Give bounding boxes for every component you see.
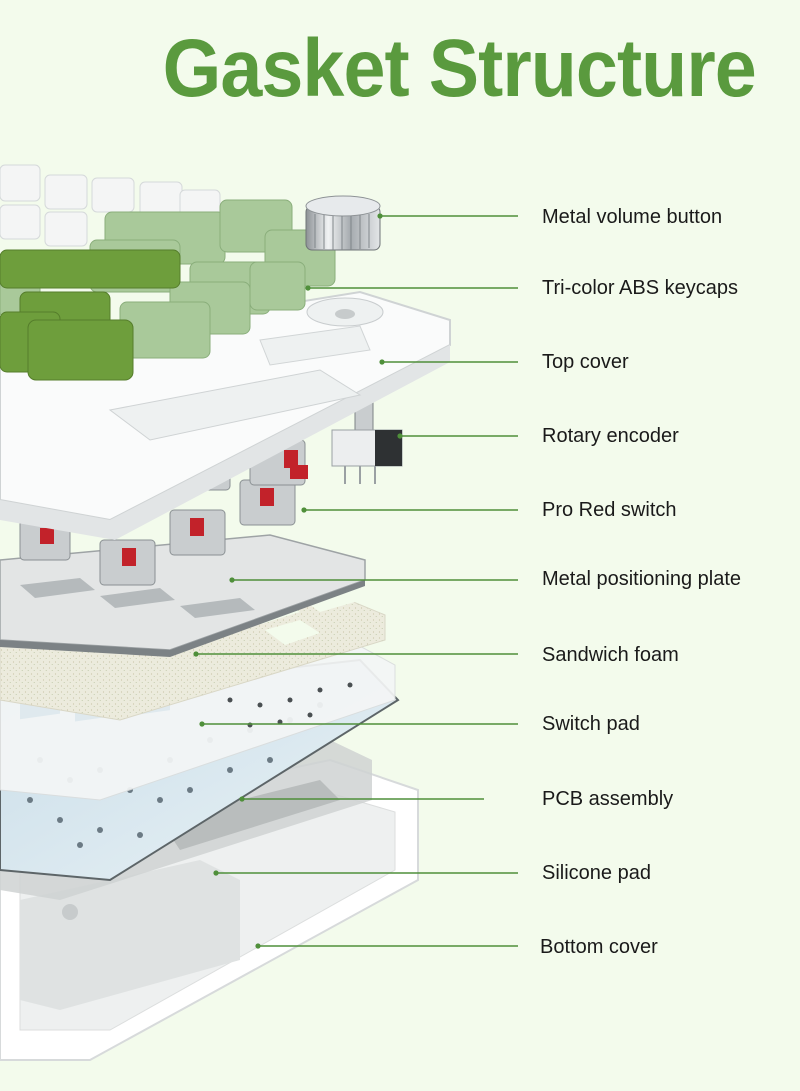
- page-title: Gasket Structure: [162, 23, 757, 114]
- label-top-cover: Top cover: [542, 351, 629, 373]
- label-pro-red-switch: Pro Red switch: [542, 499, 677, 521]
- label-pcb-assembly: PCB assembly: [542, 788, 674, 810]
- label-tri-color-abs-keycaps: Tri-color ABS keycaps: [542, 277, 738, 299]
- metal-positioning-plate: [0, 534, 366, 657]
- leader-dot-rotary-encoder: [397, 433, 403, 439]
- metal-volume-button: [305, 195, 381, 251]
- leader-dot-pcb-assembly: [239, 796, 245, 802]
- leader-dot-top-cover: [379, 359, 385, 365]
- leader-dot-sandwich-foam: [193, 651, 199, 657]
- label-rotary-encoder: Rotary encoder: [542, 425, 679, 447]
- label-metal-volume-button: Metal volume button: [542, 206, 723, 228]
- leader-dot-metal-positioning-plate: [229, 577, 235, 583]
- tri-color-abs-keycaps: [0, 164, 336, 381]
- leader-lines: [193, 213, 518, 949]
- leader-dot-silicone-pad: [213, 870, 219, 876]
- leader-dot-switch-pad: [199, 721, 205, 727]
- leader-dot-bottom-cover: [255, 943, 261, 949]
- leader-dot-metal-volume-button: [377, 213, 383, 219]
- label-silicone-pad: Silicone pad: [542, 862, 651, 884]
- leader-dot-pro-red-switch: [301, 507, 307, 513]
- label-bottom-cover: Bottom cover: [540, 936, 658, 958]
- label-switch-pad: Switch pad: [542, 713, 640, 735]
- leader-dot-tri-color-abs-keycaps: [305, 285, 311, 291]
- label-metal-positioning-plate: Metal positioning plate: [542, 568, 742, 590]
- label-sandwich-foam: Sandwich foam: [542, 644, 679, 666]
